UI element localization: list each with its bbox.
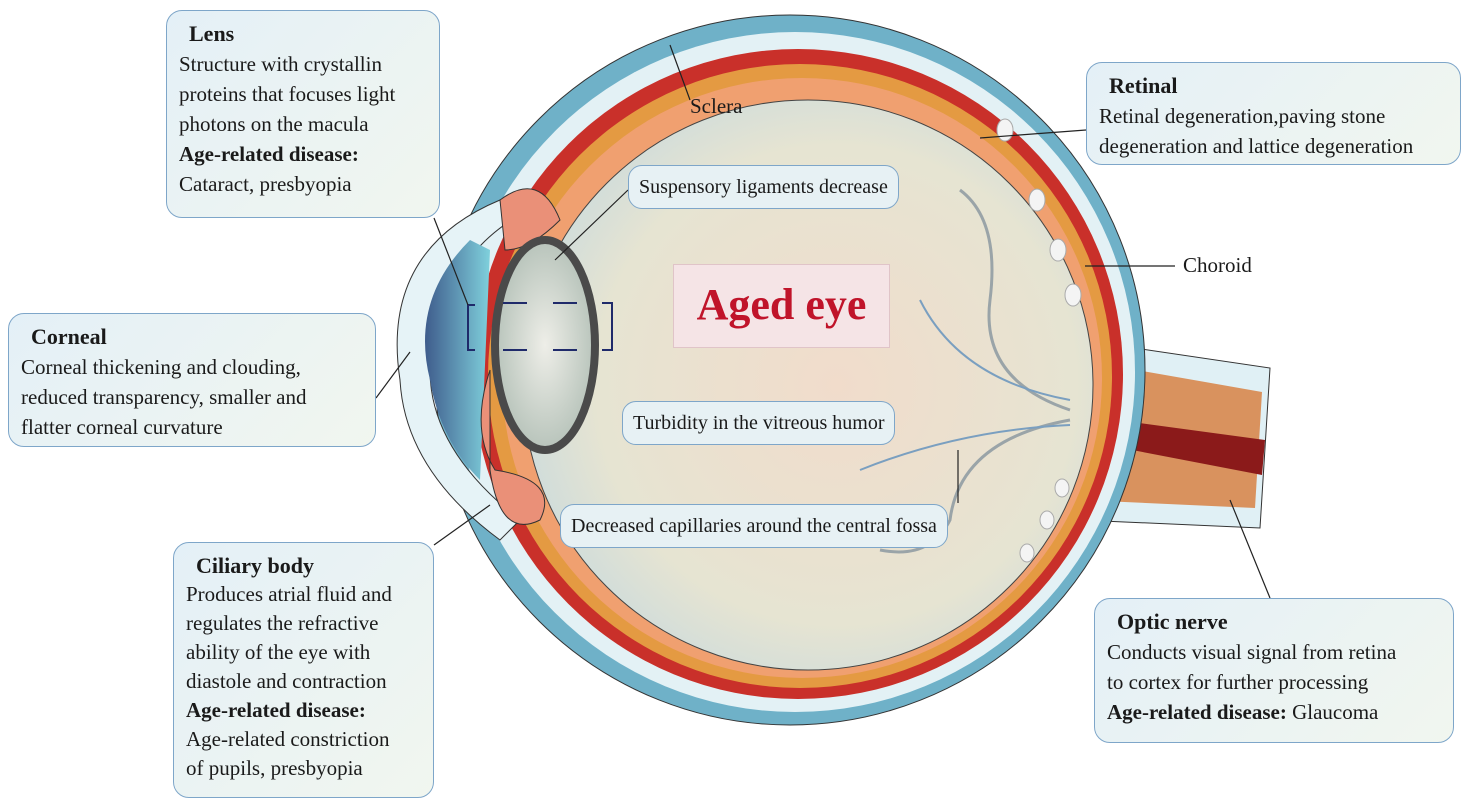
lens-disease-label: Age-related disease: [179,142,359,166]
capillaries-callout: Decreased capillaries around the central… [560,504,948,548]
lens-disease: Cataract, presbyopia [179,172,352,196]
turbidity-callout: Turbidity in the vitreous humor [622,401,896,445]
optic-line: Conducts visual signal from retina [1107,640,1397,664]
ciliary-line: diastole and contraction [186,669,387,693]
sclera-label: Sclera [690,94,743,118]
lens-line: Structure with crystallin [179,52,382,76]
optic-disease: Glaucoma [1292,700,1379,724]
corneal-line: reduced transparency, smaller and [21,385,307,409]
corneal-line: flatter corneal curvature [21,415,223,439]
retinal-box: Retinal Retinal degeneration,paving ston… [1086,62,1461,165]
corneal-box: Corneal Corneal thickening and clouding,… [8,313,376,447]
optic-line: to cortex for further processing [1107,670,1369,694]
retinal-line: degeneration and lattice degeneration [1099,134,1414,158]
optic-heading: Optic nerve [1117,609,1228,634]
retinal-line: Retinal degeneration,paving stone [1099,104,1386,128]
ciliary-line: Produces atrial fluid and [186,582,392,606]
corneal-heading: Corneal [31,324,107,349]
optic-nerve-box: Optic nerve Conducts visual signal from … [1094,598,1454,743]
suspensory-callout: Suspensory ligaments decrease [628,165,899,209]
retinal-heading: Retinal [1109,73,1178,98]
ciliary-line: ability of the eye with [186,640,371,664]
ciliary-line: regulates the refractive [186,611,379,635]
lens-box: Lens Structure with crystallin proteins … [166,10,440,218]
choroid-label: Choroid [1183,253,1252,277]
diagram-title: Aged eye [673,264,890,348]
lens-heading: Lens [189,21,235,46]
lens-line: photons on the macula [179,112,369,136]
corneal-line: Corneal thickening and clouding, [21,355,301,379]
ciliary-disease: of pupils, presbyopia [186,756,363,780]
ciliary-disease: Age-related constriction [186,727,390,751]
ciliary-disease-label: Age-related disease: [186,698,366,722]
ciliary-heading: Ciliary body [196,553,314,578]
ciliary-box: Ciliary body Produces atrial fluid and r… [173,542,434,798]
optic-disease-label: Age-related disease: [1107,700,1287,724]
lens-line: proteins that focuses light [179,82,396,106]
